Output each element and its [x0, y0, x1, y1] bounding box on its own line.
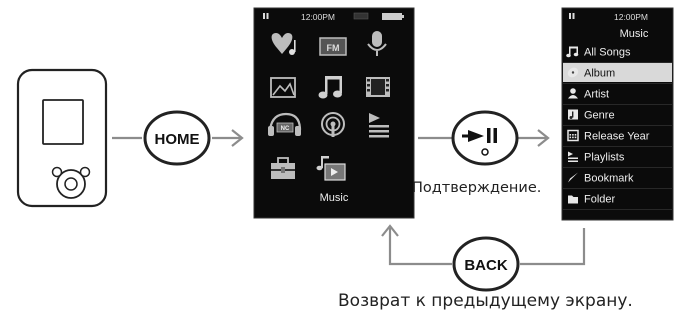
artist-person-icon	[568, 88, 578, 99]
home-selected-caption: Music	[320, 192, 349, 204]
music-menu-item-label: Playlists	[584, 152, 625, 164]
music-note-icon[interactable]	[318, 76, 343, 99]
home-status-time: 12:00PM	[301, 12, 335, 22]
back-button[interactable]: BACK	[452, 236, 520, 292]
genre-icon	[568, 109, 578, 120]
heart-music-icon[interactable]	[271, 33, 296, 55]
music-menu-item[interactable]: All Songs	[563, 46, 672, 63]
music-menu-item-label: Album	[584, 68, 615, 80]
connector-back-home	[388, 228, 452, 266]
confirm-caption: Подтверждение.	[412, 180, 542, 196]
music-menu-item-label: Release Year	[584, 131, 650, 143]
music-status-bar: 12:00PM	[569, 12, 648, 22]
arrowhead-back-home	[381, 224, 399, 237]
fm-radio-icon[interactable]: FM	[319, 37, 347, 56]
photo-icon[interactable]	[270, 77, 296, 98]
music-menu-item[interactable]: Playlists	[563, 151, 672, 168]
arrowhead-home-screen	[231, 129, 244, 147]
microphone-icon[interactable]	[367, 31, 387, 56]
video-film-icon[interactable]	[366, 77, 390, 97]
play-pause-icon	[462, 128, 497, 156]
music-menu-item-label: Artist	[584, 89, 609, 101]
music-menu-item-label: Bookmark	[584, 173, 634, 185]
play-pause-button[interactable]	[451, 110, 519, 166]
music-screen-title: Music	[620, 28, 649, 40]
flow-connectors	[112, 129, 586, 266]
status-indicator-icon	[353, 12, 369, 20]
playlist-icon	[568, 151, 578, 162]
calendar-icon	[567, 129, 579, 142]
back-caption: Возврат к предыдущему экрану.	[338, 291, 633, 311]
svg-text:FM: FM	[327, 43, 340, 53]
music-note-icon	[566, 46, 579, 58]
playlist-icon[interactable]	[369, 113, 389, 138]
noise-cancel-icon[interactable]: NC	[268, 112, 302, 136]
home-button[interactable]: HOME	[143, 110, 211, 166]
home-screen: 12:00PM FM	[253, 7, 415, 219]
music-screen: 12:00PM Music All SongsAlbumArtistGenreR…	[561, 7, 674, 221]
svg-text:NC: NC	[281, 126, 290, 132]
music-menu-item[interactable]: Album	[563, 63, 672, 84]
back-button-label: BACK	[464, 257, 507, 274]
music-menu-item[interactable]: Artist	[563, 88, 672, 105]
battery-icon	[382, 13, 402, 20]
music-folder-icon[interactable]	[316, 156, 346, 181]
music-menu-item[interactable]: Genre	[563, 109, 672, 126]
music-menu-item-label: Genre	[584, 110, 615, 122]
music-menu-item[interactable]: Bookmark	[563, 172, 672, 189]
music-menu-item[interactable]: Release Year	[563, 129, 672, 147]
home-button-label: HOME	[155, 131, 200, 148]
podcast-icon[interactable]	[321, 112, 345, 137]
music-menu-item-label: Folder	[584, 194, 616, 206]
device-screen	[42, 99, 84, 145]
album-disc-icon	[567, 67, 579, 78]
home-status-bar: 12:00PM	[263, 12, 404, 22]
music-menu-item-label: All Songs	[584, 47, 631, 59]
connector-music-back	[520, 228, 586, 266]
arrowhead-play-music	[537, 129, 550, 147]
folder-icon	[568, 195, 578, 204]
bookmark-icon	[568, 172, 578, 183]
music-menu-item[interactable]: Folder	[563, 194, 672, 210]
toolbox-icon[interactable]	[271, 157, 295, 179]
walkman-device	[16, 68, 108, 208]
music-status-time: 12:00PM	[614, 12, 648, 22]
